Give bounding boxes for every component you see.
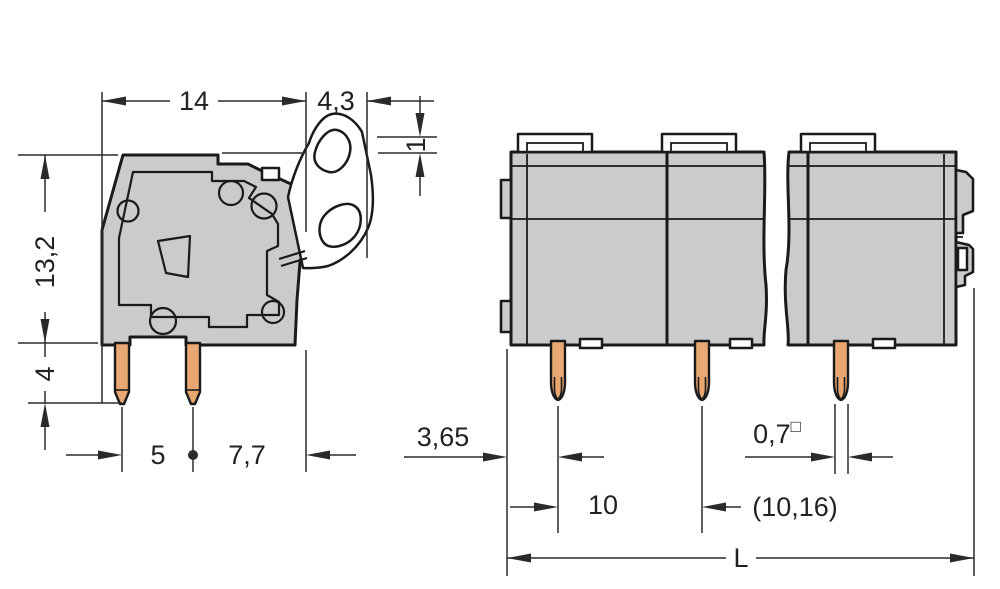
side-lever-slot-line-1: [278, 249, 306, 261]
front-bottom-notch-1: [578, 337, 604, 350]
side-hole-lower-right: [260, 299, 286, 325]
front-view-dimensions: 3,65 10 (10,16) 0,7□ L: [404, 288, 975, 576]
side-hole-lower-left: [148, 306, 178, 336]
arrowhead-width-right: [282, 96, 306, 106]
dim-label-pin-spacing: 5: [150, 440, 165, 470]
arrowhead-pin-length: [40, 403, 50, 427]
dim-label-pin-to-edge: 7,7: [228, 440, 266, 470]
side-clamp-window: [260, 166, 281, 182]
arrowhead-length-right: [950, 553, 974, 563]
front-push-tab-1-inner: [526, 142, 584, 152]
side-housing-inner-contour: [117, 170, 281, 329]
front-snap-foot-notch: [956, 246, 969, 272]
side-pin-1: [113, 341, 131, 406]
arrowhead-pin-square-right: [848, 452, 872, 462]
arrowhead-pitch-right: [702, 502, 726, 512]
dim-label-pitch-alt: (10,16): [752, 492, 838, 522]
side-lever-cutout-lower: [318, 202, 362, 249]
dim-label-pin-cross-section: 0,7□: [753, 417, 801, 450]
front-pin-3-tip-line: [836, 377, 846, 401]
arrowhead-pin-square-left: [811, 452, 835, 462]
arrowhead-pin-spacing: [98, 450, 122, 460]
side-lever-cutout-upper: [313, 128, 352, 174]
front-pin-2-tip-line: [697, 377, 707, 401]
arrowhead-first-pin-offset-right: [558, 452, 582, 462]
side-lever-slot-line-2: [280, 256, 308, 268]
arrowhead-width-left: [102, 96, 126, 106]
front-pin-3: [832, 339, 850, 402]
side-pin-2: [184, 341, 202, 406]
front-push-tab-3-inner: [809, 142, 867, 152]
side-hole-pivot-right: [250, 192, 278, 220]
front-housing-poles-1-2: [509, 150, 768, 347]
dim-dot-pin-2: [188, 450, 198, 460]
front-pin-2: [693, 339, 711, 402]
front-left-latch-lower: [499, 299, 513, 334]
arrowhead-pin-to-edge: [306, 450, 330, 460]
arrowhead-length-left: [507, 553, 531, 563]
side-view-dimensions: 14 4,3 1 13,2 4 5 7,7: [18, 86, 437, 472]
dim-label-lever-step: 1: [401, 137, 431, 152]
front-pin-1-tip-line: [553, 377, 563, 401]
arrowhead-pitch-left: [534, 502, 558, 512]
front-snap-foot-upper: [954, 168, 975, 235]
front-pin-1: [549, 339, 567, 402]
dim-label-first-pin-offset: 3,65: [417, 422, 470, 452]
dim-label-pin-length: 4: [30, 366, 60, 381]
front-bottom-notch-2: [728, 337, 754, 350]
arrowhead-height-top: [40, 155, 50, 179]
side-hole-upper-left: [116, 199, 140, 223]
dim-label-pitch: 10: [588, 490, 618, 520]
front-housing-pole-3: [783, 150, 958, 347]
side-view: [100, 112, 375, 406]
arrowhead-first-pin-offset-left: [483, 452, 507, 462]
side-spring-cutout: [156, 234, 192, 279]
front-bottom-notch-3: [871, 337, 897, 350]
arrowhead-height-bottom: [40, 319, 50, 343]
dim-label-total-width: 14: [179, 86, 209, 116]
side-hole-pivot-left: [217, 179, 245, 207]
dim-label-height: 13,2: [30, 236, 60, 289]
arrowhead-lever-width: [367, 96, 391, 106]
front-left-latch-upper: [499, 178, 513, 220]
front-push-tab-2-inner: [670, 142, 728, 152]
dim-label-lever-width: 4,3: [317, 86, 355, 116]
front-view: [499, 132, 975, 402]
dim-label-total-length: L: [733, 543, 748, 573]
arrowhead-step-down: [415, 113, 425, 137]
arrowhead-step-up: [415, 153, 425, 177]
